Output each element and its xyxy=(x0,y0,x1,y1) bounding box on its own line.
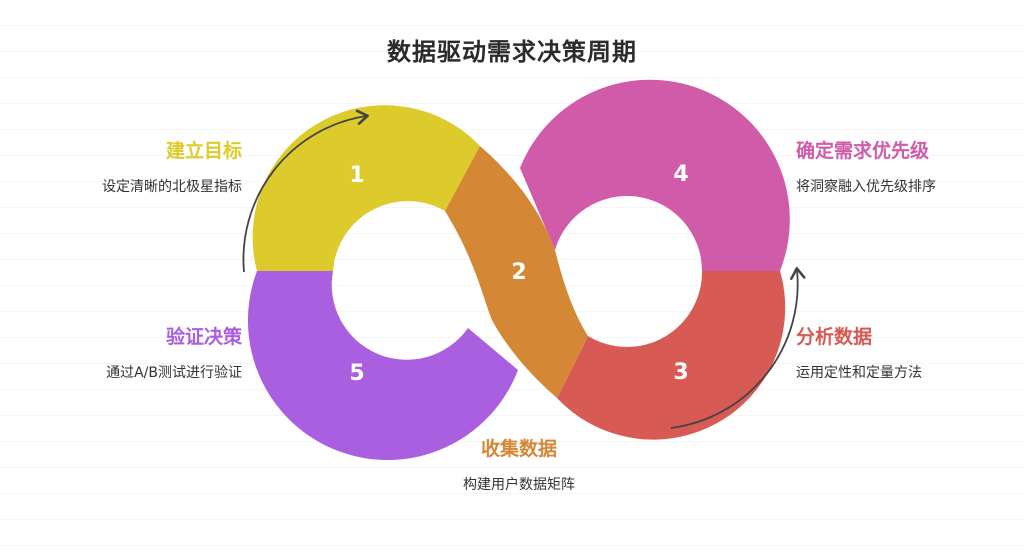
step-4-desc: 将洞察融入优先级排序 xyxy=(796,179,936,195)
page-title: 数据驱动需求决策周期 xyxy=(387,38,637,66)
step-2-title: 收集数据 xyxy=(480,438,557,460)
segment-5 xyxy=(247,271,518,461)
step-3-desc: 运用定性和定量方法 xyxy=(796,365,922,381)
cycle-arrow-right xyxy=(670,267,806,429)
segment-2 xyxy=(445,146,588,398)
step-1-desc: 设定清晰的北极星指标 xyxy=(102,179,242,195)
step-1-title: 建立目标 xyxy=(165,140,242,162)
step-4-number: 4 xyxy=(673,162,688,187)
cycle-arrow-left xyxy=(242,109,369,273)
step-2-number: 2 xyxy=(511,260,526,285)
segment-4 xyxy=(520,79,790,271)
step-5-desc: 通过A/B测试进行验证 xyxy=(106,365,242,381)
segment-1 xyxy=(252,105,480,271)
segment-3 xyxy=(557,271,786,440)
step-3-number: 3 xyxy=(673,360,688,385)
step-1-number: 1 xyxy=(349,163,364,188)
step-5-number: 5 xyxy=(349,361,364,386)
step-4-title: 确定需求优先级 xyxy=(796,140,930,162)
step-5-title: 验证决策 xyxy=(165,326,242,348)
step-3-title: 分析数据 xyxy=(796,326,873,348)
step-2-desc: 构建用户数据矩阵 xyxy=(463,477,575,493)
